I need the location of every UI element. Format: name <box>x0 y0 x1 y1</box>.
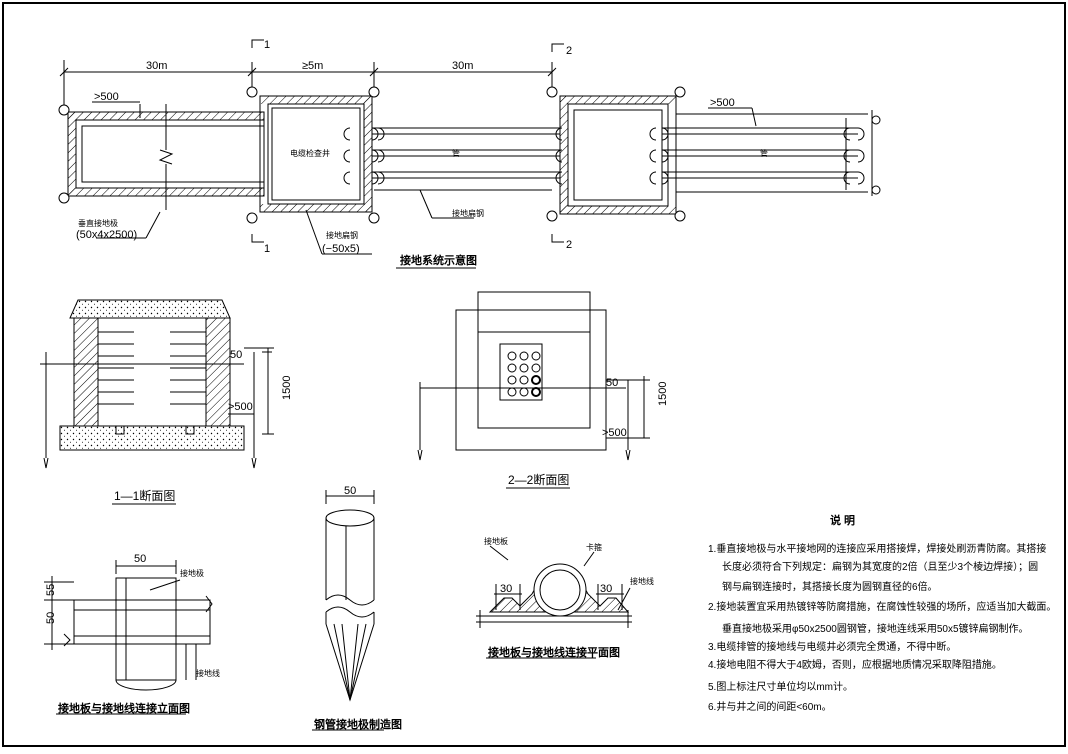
elev-dim-50-side: 50 <box>45 612 57 624</box>
elev-title: 接地板与接地线连接立面图 <box>58 701 190 715</box>
note-line-5: 垂直接地极采用φ50x2500圆钢管，接地连线采用50x5镀锌扁钢制作。 <box>722 622 1029 635</box>
connection-plan <box>476 545 632 659</box>
note-line-7: 4.接地电阻不得大于4欧姆，否则，应根据地质情况采取降阻措施。 <box>708 658 1002 671</box>
section-mark-1-top: 1 <box>264 39 270 51</box>
section-mark-1-bottom: 1 <box>264 243 270 255</box>
note-line-9: 6.井与井之间的间距<60m。 <box>708 700 832 713</box>
elev-label-electrode: 接地极 <box>180 568 204 578</box>
cp-label-card: 卡箍 <box>586 542 602 552</box>
grounding-plan-text: 30m ≥5m 30m >500 >500 1 1 2 2 电缆检查井 管 管 … <box>76 39 768 267</box>
s22-title: 2—2断面图 <box>508 472 569 487</box>
label-vertical-electrode-size: (50x4x2500) <box>76 229 137 241</box>
label-vertical-electrode: 垂直接地极 <box>78 218 118 228</box>
s11-dim-500: >500 <box>228 401 253 413</box>
fab-title: 钢管接地极制造图 <box>314 717 402 731</box>
note-line-2: 长度必须符合下列规定：扁钢为其宽度的2倍（且至少3个棱边焊接）；圆 <box>722 560 1038 573</box>
label-pipe-mid: 管 <box>452 148 460 158</box>
s11-dim-1500: 1500 <box>281 376 293 400</box>
cp-dim-30-right: 30 <box>600 583 612 595</box>
dim-5m: ≥5m <box>302 60 323 72</box>
label-flat-steel-bottom: 接地扁钢 <box>326 230 358 240</box>
label-cable-well: 电缆检查井 <box>290 148 330 158</box>
s22-dim-50: 50 <box>606 377 618 389</box>
electrode-fabrication <box>312 490 384 731</box>
note-line-4: 2.接地装置宜采用热镀锌等防腐措施，在腐蚀性较强的场所，应适当加大截面。 <box>708 600 1056 613</box>
elev-dim-50-top: 50 <box>134 553 146 565</box>
cp-label-wire: 接地线 <box>630 576 654 586</box>
section-1-1 <box>40 299 274 505</box>
s11-title: 1—1断面图 <box>114 488 175 503</box>
cp-label-electrode: 接地板 <box>484 536 508 546</box>
section-2-2-text: 50 1500 >500 2—2断面图 <box>508 377 669 487</box>
section-2-2 <box>417 291 650 489</box>
note-line-8: 5.图上标注尺寸单位均以mm计。 <box>708 680 853 693</box>
label-flat-steel: 接地扁钢 <box>452 208 484 218</box>
label-pipe-right: 管 <box>760 148 768 158</box>
connection-plan-text: 接地板 卡箍 接地线 30 30 接地板与接地线连接平面图 <box>484 536 654 659</box>
connection-elevation-text: 50 55 50 接地极 接地线 接地板与接地线连接立面图 <box>45 553 220 715</box>
plan-title: 接地系统示意图 <box>400 253 477 267</box>
fab-dim-50: 50 <box>344 485 356 497</box>
s22-dim-500: >500 <box>602 427 627 439</box>
s11-dim-50: 50 <box>230 349 242 361</box>
section-mark-2-top: 2 <box>566 45 572 57</box>
grounding-plan <box>58 39 881 269</box>
notes-block: 说 明 1.垂直接地极与水平接地网的连接应采用搭接焊，焊接处刷沥青防腐。其搭接 … <box>708 513 1056 713</box>
note-line-1: 1.垂直接地极与水平接地网的连接应采用搭接焊，焊接处刷沥青防腐。其搭接 <box>708 542 1046 555</box>
note-line-3: 钢与扁钢连接时，其搭接长度为圆钢直径的6倍。 <box>722 580 938 593</box>
dim-30m-left: 30m <box>146 60 167 72</box>
cp-title: 接地板与接地线连接平面图 <box>488 645 620 659</box>
dim-500-right: >500 <box>710 97 735 109</box>
connection-elevation <box>44 560 213 715</box>
dim-500-left: >500 <box>94 91 119 103</box>
note-line-6: 3.电缆排管的接地线与电缆井必须完全贯通，不得中断。 <box>708 640 956 653</box>
s22-dim-1500: 1500 <box>657 382 669 406</box>
section-1-1-text: 50 1500 >500 1—1断面图 <box>114 349 293 503</box>
cp-dim-30-left: 30 <box>500 583 512 595</box>
elev-label-wire: 接地线 <box>196 668 220 678</box>
electrode-fabrication-text: 50 钢管接地极制造图 <box>314 485 402 731</box>
notes-heading: 说 明 <box>830 513 855 527</box>
section-mark-2-bottom: 2 <box>566 239 572 251</box>
elev-dim-55: 55 <box>45 584 57 596</box>
label-flat-steel-size: (−50x5) <box>322 243 360 255</box>
dim-30m-mid: 30m <box>452 60 473 72</box>
